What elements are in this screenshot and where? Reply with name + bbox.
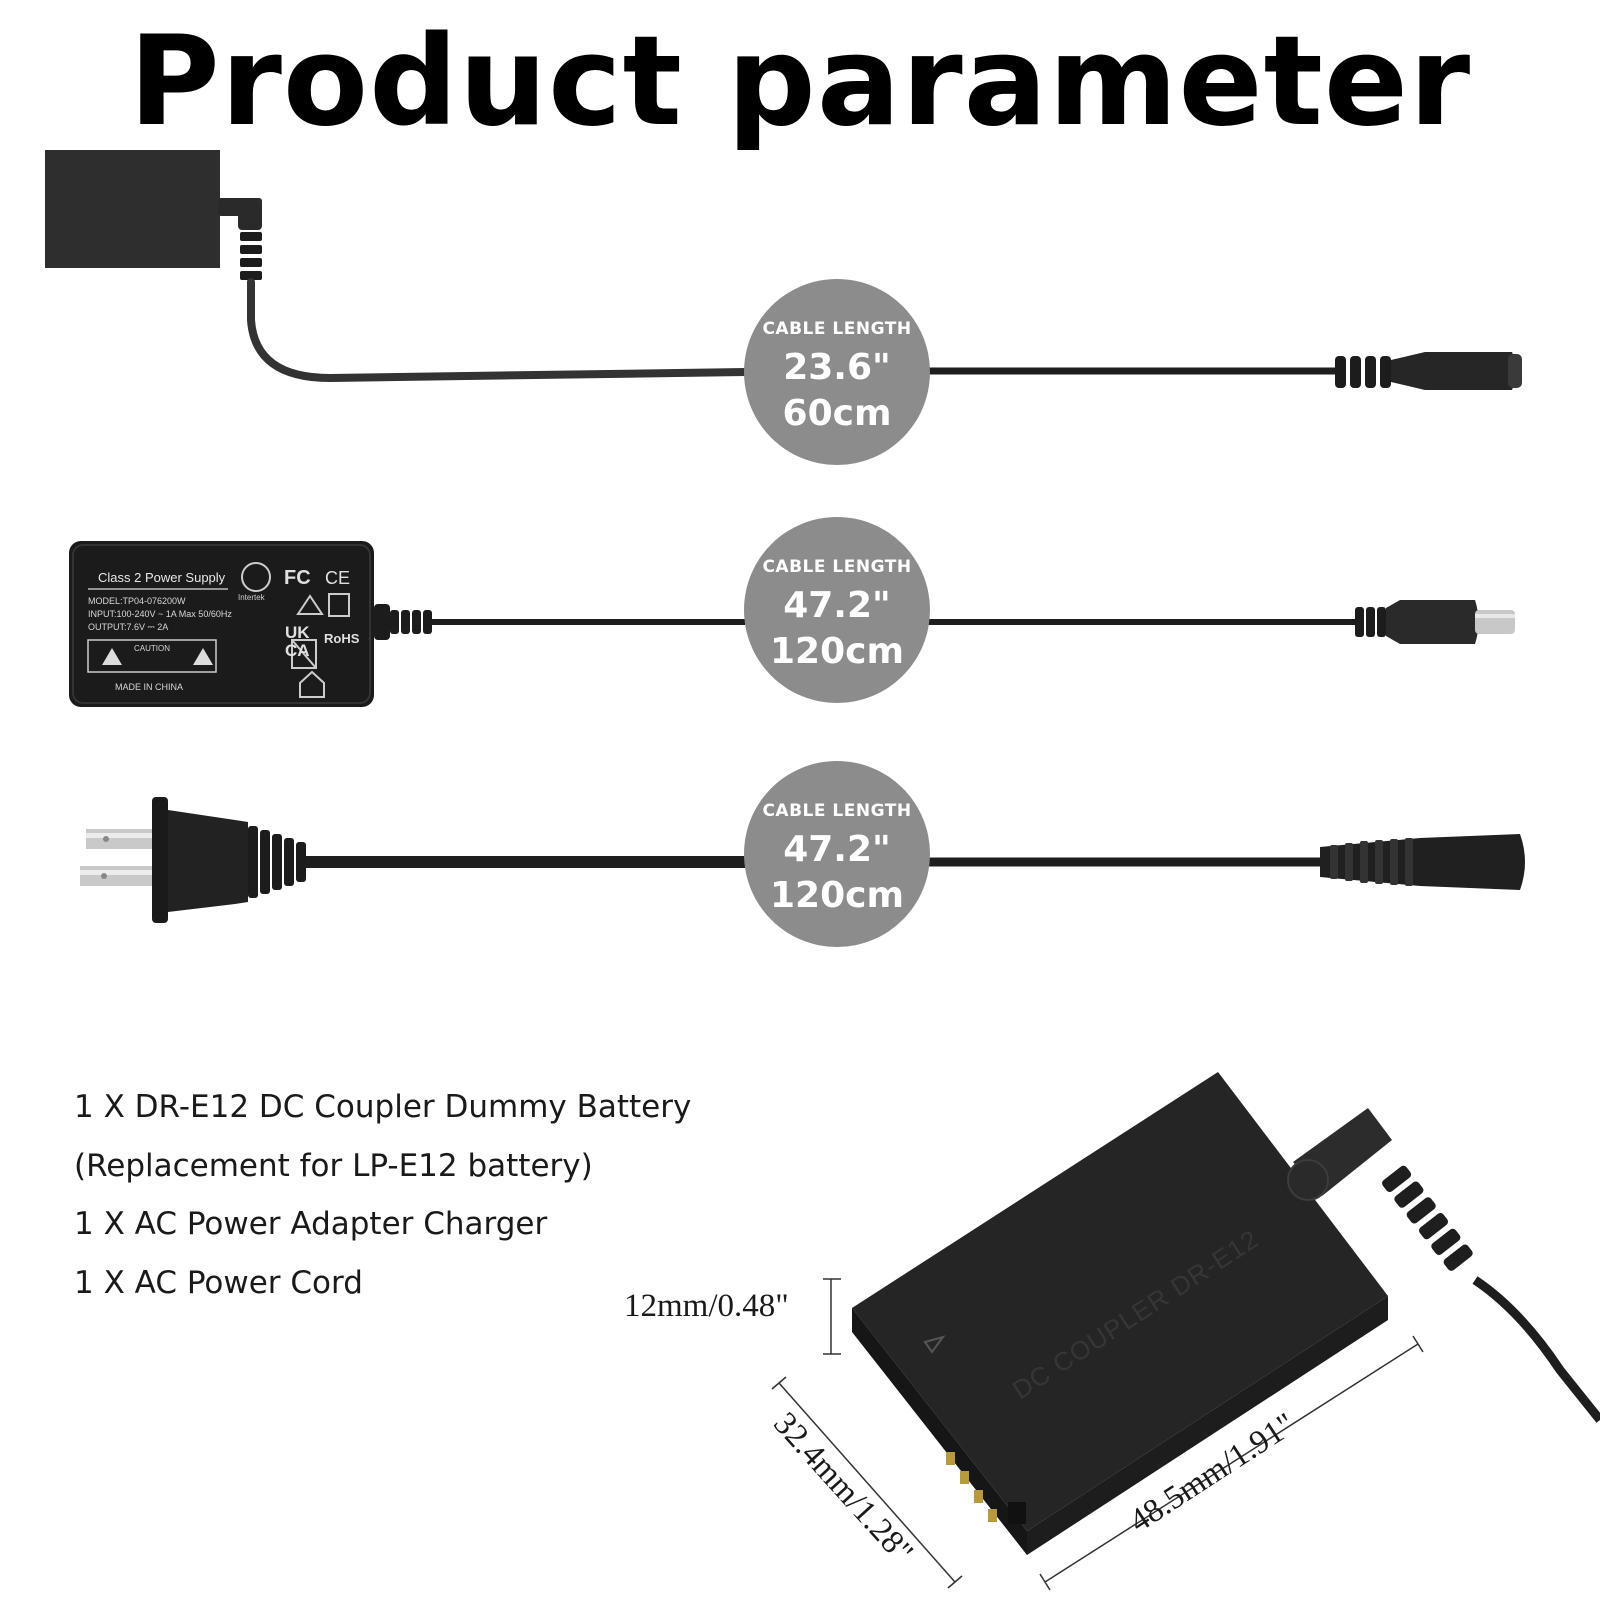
rohs-mark: RoHS [324, 631, 360, 646]
ac-power-cord [80, 797, 1525, 923]
cable-length-cm: 120cm [770, 875, 904, 916]
cable-length-cm: 60cm [782, 393, 892, 434]
cable-length-badge-3: CABLE LENGTH 47.2" 120cm [744, 761, 930, 947]
dc-coupler-3d-view: DC COUPLER DR-E12 [852, 1072, 1600, 1555]
adapter-heading: Class 2 Power Supply [98, 570, 226, 585]
cable-length-badge-2: CABLE LENGTH 47.2" 120cm [744, 517, 930, 703]
cable-length-inches: 47.2" [783, 829, 891, 870]
ac-power-adapter [69, 541, 374, 707]
fcc-mark: FC [284, 567, 311, 589]
dimension-lines [771, 1278, 1424, 1591]
cable-length-cm: 120cm [770, 631, 904, 672]
adapter-caution: CAUTION [134, 644, 170, 653]
ukca-mark-top: UK [285, 623, 310, 642]
package-item: 1 X DR-E12 DC Coupler Dummy Battery [74, 1089, 692, 1125]
cable-length-caption: CABLE LENGTH [762, 557, 912, 577]
adapter-input: INPUT:100-240V ~ 1A Max 50/60Hz [88, 609, 232, 619]
cable-length-badge-1: CABLE LENGTH 23.6" 60cm [744, 279, 930, 465]
package-item: 1 X AC Power Adapter Charger [74, 1206, 548, 1242]
package-item: 1 X AC Power Cord [74, 1264, 363, 1301]
dc-coupler-top-view [45, 150, 749, 383]
ce-mark: CE [325, 568, 350, 588]
adapter-origin: MADE IN CHINA [115, 682, 183, 692]
cable-length-caption: CABLE LENGTH [762, 319, 912, 339]
cable-2 [374, 600, 1515, 644]
ukca-mark-bottom: CA [285, 641, 310, 660]
intertek-mark: Intertek [238, 593, 266, 602]
cable-length-inches: 47.2" [783, 585, 891, 626]
package-item: (Replacement for LP-E12 battery) [74, 1147, 593, 1184]
cable-length-caption: CABLE LENGTH [762, 801, 912, 821]
adapter-model: MODEL:TP04-076200W [88, 596, 186, 606]
cable-length-inches: 23.6" [783, 347, 891, 388]
height-dimension: 12mm/0.48" [624, 1288, 789, 1324]
cable-1-right [925, 352, 1522, 390]
package-contents-list: 1 X DR-E12 DC Coupler Dummy Battery (Rep… [74, 1078, 691, 1312]
adapter-output: OUTPUT:7.6V ⎓ 2A [88, 622, 168, 632]
page-title: Product parameter [128, 10, 1472, 154]
